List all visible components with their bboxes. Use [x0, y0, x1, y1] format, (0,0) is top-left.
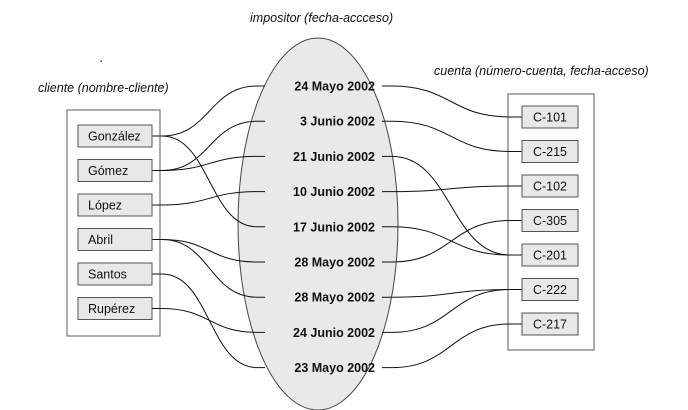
cliente-impositor-link: [152, 191, 265, 206]
cuenta-box: [521, 174, 579, 198]
cuenta-item: C-201: [521, 243, 579, 267]
stray-dot: .: [100, 51, 103, 65]
impositor-cuenta-link: [382, 155, 522, 256]
cliente-box: [77, 297, 153, 320]
cuenta-number: C-215: [533, 145, 567, 159]
cuenta-number: C-201: [533, 249, 567, 263]
impositor-date: 21 Junio 2002: [293, 150, 375, 164]
cliente-impositor-link: [152, 85, 265, 137]
cliente-name: Gómez: [88, 164, 128, 178]
impositor-cuenta-link: [382, 323, 522, 369]
impositor-date: 17 Junio 2002: [293, 220, 375, 234]
cliente-name: Abril: [88, 233, 113, 247]
impositor-cuenta-link: [382, 289, 522, 298]
cuenta-title: cuenta (número-cuenta, fecha-acceso): [434, 64, 649, 78]
cliente-box: [77, 193, 153, 217]
cliente-impositor-link: [152, 239, 265, 298]
impositor-date: 24 Mayo 2002: [294, 80, 375, 94]
impositor-date: 28 Mayo 2002: [294, 256, 375, 270]
impositor-title: impositor (fecha-accceso): [250, 11, 393, 25]
cliente-name: Rupérez: [88, 302, 135, 316]
cuenta-item: C-215: [521, 140, 579, 163]
cliente-item: López: [77, 193, 153, 217]
cliente-name: López: [88, 199, 122, 213]
impositor-cuenta-link: [382, 220, 522, 263]
cliente-name: Santos: [88, 268, 127, 282]
cuenta-item: C-217: [521, 312, 579, 336]
cuenta-item: C-102: [521, 174, 579, 198]
impositor-date: 10 Junio 2002: [293, 185, 375, 199]
impositor-date: 23 Mayo 2002: [294, 361, 375, 375]
cuenta-item: C-101: [521, 105, 579, 129]
cuenta-box: [521, 140, 579, 163]
cuenta-box: [521, 278, 579, 301]
links-layer: [152, 85, 522, 369]
cliente-item: Abril: [77, 228, 153, 251]
cliente-item: Gómez: [77, 159, 153, 182]
cliente-impositor-link: [152, 155, 265, 171]
impositor-cuenta-link: [382, 85, 522, 118]
impositor-date: 3 Junio 2002: [300, 115, 375, 129]
impositor-ellipse: [237, 37, 399, 410]
cuenta-number: C-101: [533, 111, 567, 125]
impositor-cuenta-link: [382, 120, 522, 152]
cuenta-box: [521, 243, 579, 267]
cliente-item: Santos: [77, 262, 153, 286]
cuenta-number: C-217: [533, 318, 567, 332]
impositor-cuenta-link: [382, 289, 522, 333]
cliente-box: [77, 262, 153, 286]
cuenta-number: C-305: [533, 214, 567, 228]
cliente-impositor-link: [152, 120, 265, 171]
impositor-date: 24 Junio 2002: [293, 326, 375, 340]
cuenta-box: [521, 105, 579, 129]
cuenta-box: [521, 209, 579, 232]
cuenta-number: C-102: [533, 180, 567, 194]
impositor-list: 24 Mayo 2002 3 Junio 2002 21 Junio 2002 10 …: [293, 80, 375, 376]
cuenta-item: C-305: [521, 209, 579, 232]
impositor-date: 28 Mayo 2002: [294, 291, 375, 305]
cuenta-box: [521, 312, 579, 336]
cliente-item: González: [77, 124, 153, 148]
cliente-impositor-link: [152, 135, 265, 228]
cliente-box: [77, 159, 153, 182]
cuenta-item: C-222: [521, 278, 579, 301]
cliente-impositor-link: [152, 308, 265, 333]
cuenta-number: C-222: [533, 283, 567, 297]
cliente-name: González: [88, 130, 141, 144]
cliente-box: [77, 124, 153, 148]
impositor-cuenta-link: [382, 185, 522, 193]
cliente-title: cliente (nombre-cliente): [38, 81, 169, 95]
cliente-item: Rupérez: [77, 297, 153, 320]
cliente-box: [77, 228, 153, 251]
